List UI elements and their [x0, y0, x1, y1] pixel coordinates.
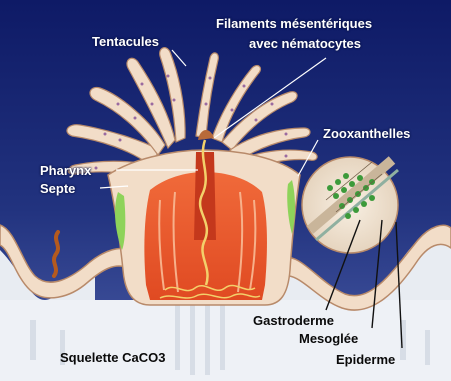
- label-skeleton: Squelette CaCO3: [60, 350, 165, 365]
- label-gastroderm: Gastroderme: [253, 313, 334, 328]
- label-tentacles: Tentacules: [92, 34, 159, 49]
- mesenterial-filament-left: [54, 232, 58, 276]
- label-filaments-line1: Filaments mésentériques: [216, 16, 372, 31]
- label-pharynx: Pharynx: [40, 163, 91, 178]
- label-mesoglea: Mesoglée: [299, 331, 358, 346]
- zoom-inset: [302, 157, 398, 253]
- label-filaments-line2: avec nématocytes: [249, 36, 361, 51]
- label-septum: Septe: [40, 181, 75, 196]
- label-zooxanthellae: Zooxanthelles: [323, 126, 410, 141]
- skeleton-floor: [0, 300, 451, 381]
- label-epidermis: Epiderme: [336, 352, 395, 367]
